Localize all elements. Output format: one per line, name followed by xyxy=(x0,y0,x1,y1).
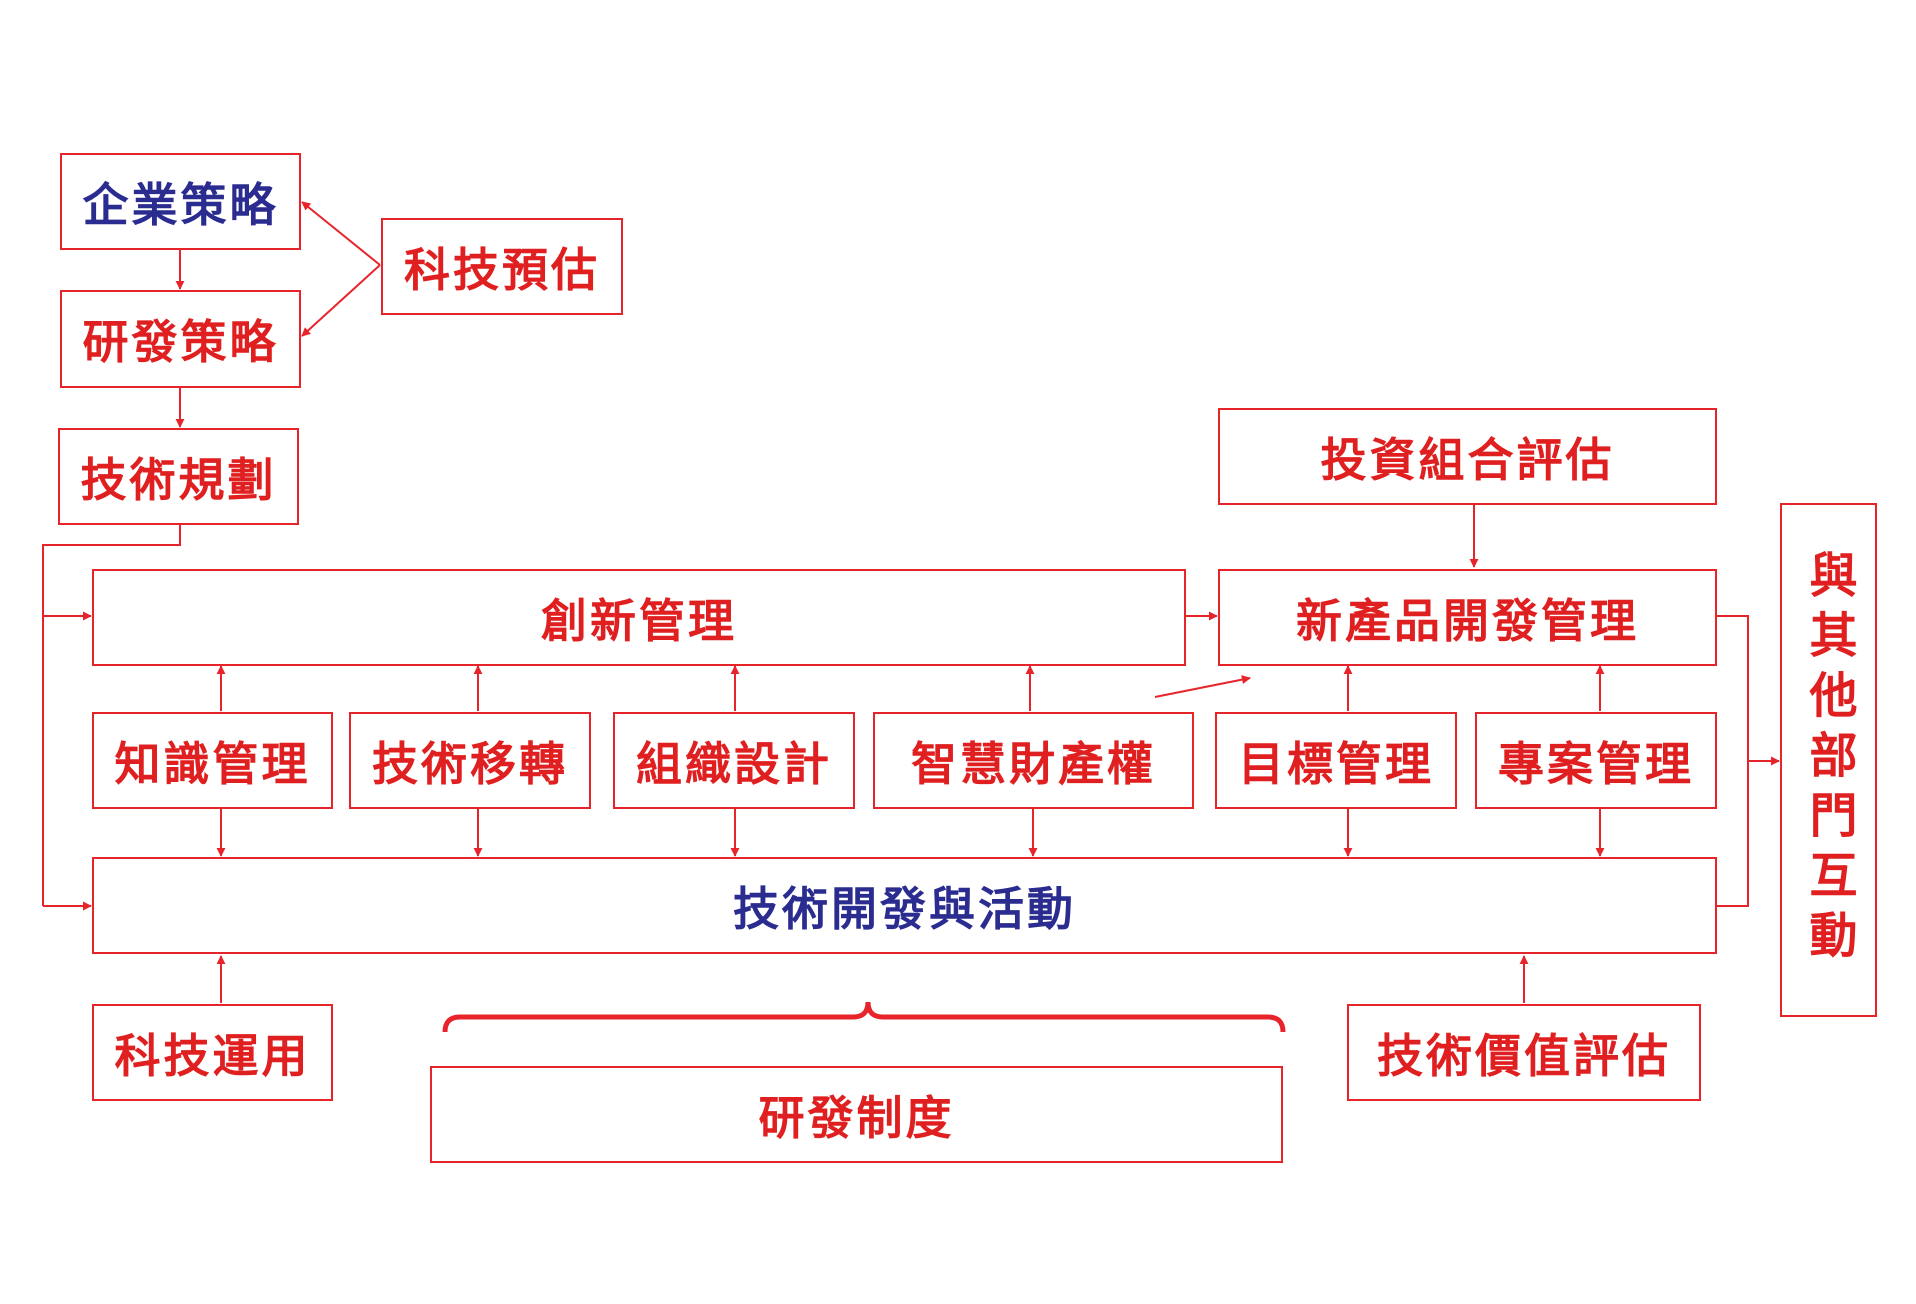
ip-rights-box: 智慧財產權 xyxy=(873,712,1194,809)
arrow-forecast-to-corporate xyxy=(301,201,381,266)
tech-dev-activities-box: 技術開發與活動 xyxy=(92,857,1717,954)
bracket xyxy=(442,1001,1286,1033)
npd-mgmt-box: 新產品開發管理 xyxy=(1218,569,1717,666)
rd-system-box: 研發制度 xyxy=(430,1066,1283,1163)
project-mgmt-box: 專案管理 xyxy=(1475,712,1717,809)
tech-transfer-box: 技術移轉 xyxy=(349,712,591,809)
rd-strategy-box: 研發策略 xyxy=(60,290,301,388)
arrow-forecast-to-rd xyxy=(301,264,381,337)
corporate-strategy-box: 企業策略 xyxy=(60,153,301,250)
interdept-interaction-box: 與其他部門互動 xyxy=(1780,503,1877,1017)
tech-planning-box: 技術規劃 xyxy=(58,428,299,525)
tech-value-eval-box: 技術價值評估 xyxy=(1347,1004,1701,1101)
objective-mgmt-box: 目標管理 xyxy=(1215,712,1457,809)
knowledge-mgmt-box: 知識管理 xyxy=(92,712,333,809)
innovation-mgmt-box: 創新管理 xyxy=(92,569,1186,666)
org-design-box: 組織設計 xyxy=(613,712,855,809)
tech-forecast-box: 科技預估 xyxy=(381,218,623,315)
line-npd-right xyxy=(1717,615,1749,907)
tech-application-box: 科技運用 xyxy=(92,1004,333,1101)
portfolio-eval-box: 投資組合評估 xyxy=(1218,408,1717,505)
arrow-ip-to-npd xyxy=(1154,675,1251,698)
line-planning-feed xyxy=(42,525,181,906)
